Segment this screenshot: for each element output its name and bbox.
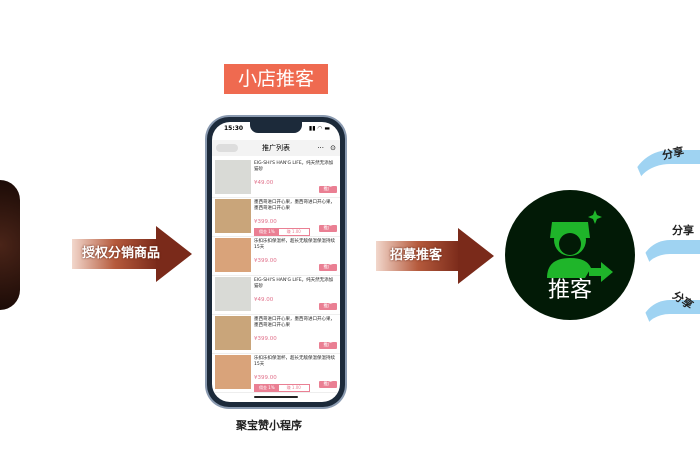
close-icon[interactable]: ⊙ (330, 144, 336, 152)
product-price: ¥399.00 (254, 336, 277, 342)
product-title: 墨西哥进口开心果，墨西哥进口开心果，墨西哥进口开心果 (254, 317, 335, 328)
promoter-user-icon (547, 210, 613, 282)
product-thumbnail (215, 355, 251, 389)
commission-rate: 佣金 1% (255, 229, 279, 235)
product-thumbnail (215, 160, 251, 194)
promoter-label: 推客 (547, 278, 592, 303)
promote-button[interactable]: 推广 (319, 264, 337, 271)
product-item[interactable]: EIG-SHI'S HAN'G LIFE。纯天然无添加猫砂 ¥49.00 推广 (212, 158, 340, 198)
product-thumbnail (215, 238, 251, 272)
product-title: 墨西哥进口开心果，墨西哥进口开心果，墨西哥进口开心果 (254, 200, 335, 211)
authorize-label: 授权分销商品 (82, 246, 161, 261)
share-label: 分享 (672, 224, 694, 237)
status-icons: ▮▮ ◠ ▬ (308, 125, 330, 132)
source-circle (0, 180, 20, 310)
product-item[interactable]: 墨西哥进口开心果，墨西哥进口开心果，墨西哥进口开心果 ¥399.00 推广 (212, 314, 340, 354)
promote-button[interactable]: 推广 (319, 342, 337, 349)
product-price: ¥399.00 (254, 219, 277, 225)
recruit-label: 招募推客 (390, 248, 443, 263)
product-price: ¥399.00 (254, 258, 277, 264)
share-swoosh (640, 300, 700, 360)
commission-rate: 佣金 1% (255, 385, 279, 391)
promote-button[interactable]: 推广 (319, 186, 337, 193)
commission-bar: 佣金 1% 赚 1.00 (254, 228, 310, 236)
commission-earn: 赚 1.00 (286, 385, 301, 390)
recruit-arrow: 招募推客 (376, 228, 494, 284)
commission-earn: 赚 1.00 (286, 229, 301, 234)
product-title: EIG-SHI'S HAN'G LIFE。纯天然无添加猫砂 (254, 278, 334, 289)
product-item[interactable]: 乐扣乐扣保温杯，超长无敌保温保温持续15天 ¥399.00 佣金 1% 赚 1.0… (212, 353, 340, 393)
promoter-circle: 推客 (505, 190, 635, 320)
product-item[interactable]: EIG-SHI'S HAN'G LIFE。纯天然无添加猫砂 ¥49.00 推广 (212, 275, 340, 315)
authorize-arrow: 授权分销商品 (72, 226, 192, 282)
product-price: ¥49.00 (254, 180, 274, 186)
status-time: 15:30 (224, 125, 244, 132)
product-title: 乐扣乐扣保温杯，超长无敌保温保温持续15天 (254, 239, 335, 250)
phone-mockup: 15:30 ▮▮ ◠ ▬ 推广列表 ··· ⊙ EIG-SHI'S HAN'G … (207, 117, 345, 407)
product-price: ¥399.00 (254, 375, 277, 381)
more-icon[interactable]: ··· (317, 144, 324, 152)
product-price: ¥49.00 (254, 297, 274, 303)
caption: 聚宝赞小程序 (236, 419, 302, 432)
promote-button[interactable]: 推广 (319, 303, 337, 310)
share-swoosh (640, 240, 700, 300)
promote-button[interactable]: 推广 (319, 381, 337, 388)
product-thumbnail (215, 277, 251, 311)
product-title: 乐扣乐扣保温杯，超长无敌保温保温持续15天 (254, 356, 335, 367)
commission-bar: 佣金 1% 赚 1.00 (254, 384, 310, 392)
promote-button[interactable]: 推广 (319, 225, 337, 232)
home-indicator (254, 396, 298, 398)
product-item[interactable]: 乐扣乐扣保温杯，超长无敌保温保温持续15天 ¥399.00 推广 (212, 236, 340, 276)
product-title: EIG-SHI'S HAN'G LIFE。纯天然无添加猫砂 (254, 161, 334, 172)
shop-promoter-tag: 小店推客 (224, 64, 328, 94)
nav-title: 推广列表 (262, 144, 290, 152)
product-thumbnail (215, 316, 251, 350)
product-thumbnail (215, 199, 251, 233)
nav-bar: 推广列表 ··· ⊙ (212, 140, 340, 156)
product-item[interactable]: 墨西哥进口开心果，墨西哥进口开心果，墨西哥进口开心果 ¥399.00 佣金 1%… (212, 197, 340, 237)
back-button[interactable] (216, 144, 238, 152)
